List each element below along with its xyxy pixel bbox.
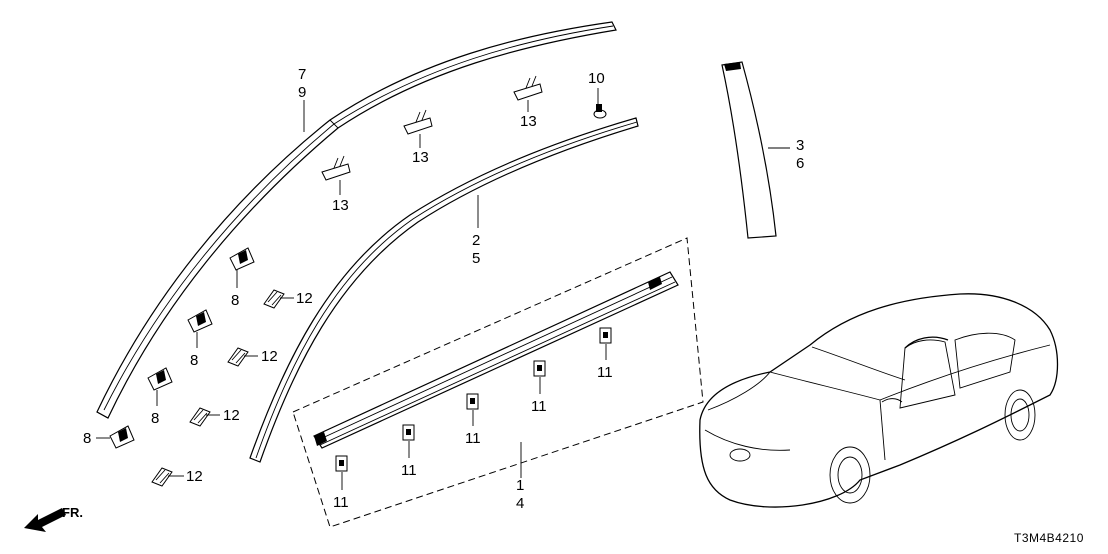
callout-8-b: 8 bbox=[190, 352, 198, 369]
callout-12-d: 12 bbox=[186, 468, 203, 485]
callout-11-d: 11 bbox=[531, 398, 547, 415]
callout-7: 7 bbox=[298, 66, 306, 83]
callout-3: 3 bbox=[796, 137, 804, 154]
clip-11-d bbox=[533, 360, 546, 377]
callout-11-b: 11 bbox=[401, 462, 417, 479]
direction-label: FR. bbox=[62, 505, 83, 520]
callout-13-c: 13 bbox=[520, 113, 537, 130]
callout-11-a: 11 bbox=[333, 494, 349, 511]
clip-13-c bbox=[513, 75, 543, 101]
callout-13-a: 13 bbox=[332, 197, 349, 214]
diagram-code: T3M4B4210 bbox=[1014, 531, 1084, 545]
callout-12-c: 12 bbox=[223, 407, 240, 424]
belt-molding bbox=[313, 271, 679, 449]
callout-11-e: 11 bbox=[597, 364, 613, 381]
roof-molding bbox=[96, 21, 617, 419]
clip-11-c bbox=[466, 393, 479, 410]
clip-8-c bbox=[147, 367, 173, 391]
clip-12-d bbox=[151, 467, 173, 487]
clip-12-a bbox=[263, 289, 285, 309]
clip-11-b bbox=[402, 424, 415, 441]
callout-11-c: 11 bbox=[465, 430, 481, 447]
callout-10: 10 bbox=[588, 70, 605, 87]
clip-12-b bbox=[227, 347, 249, 367]
clip-13-a bbox=[321, 155, 351, 181]
callout-12-a: 12 bbox=[296, 290, 313, 307]
clip-8-b bbox=[187, 309, 213, 333]
clip-8-d bbox=[109, 425, 135, 449]
assembly-box bbox=[292, 237, 704, 528]
callout-1: 1 bbox=[516, 477, 524, 494]
front-direction-arrow-icon bbox=[24, 508, 66, 532]
clip-8-a bbox=[229, 247, 255, 271]
clip-11-a bbox=[335, 455, 348, 472]
callout-13-b: 13 bbox=[412, 149, 429, 166]
callout-8-a: 8 bbox=[231, 292, 239, 309]
screw-10 bbox=[593, 104, 607, 119]
callout-9: 9 bbox=[298, 84, 306, 101]
pillar-garnish bbox=[721, 61, 777, 239]
clip-11-e bbox=[599, 327, 612, 344]
callout-5: 5 bbox=[472, 250, 480, 267]
clip-12-c bbox=[189, 407, 211, 427]
car-illustration bbox=[699, 293, 1059, 508]
callout-4: 4 bbox=[516, 495, 524, 512]
door-sash-molding bbox=[249, 117, 639, 463]
callout-8-c: 8 bbox=[151, 410, 159, 427]
callout-12-b: 12 bbox=[261, 348, 278, 365]
callout-8-d: 8 bbox=[83, 430, 91, 447]
callout-2: 2 bbox=[472, 232, 480, 249]
callout-6: 6 bbox=[796, 155, 804, 172]
clip-13-b bbox=[403, 109, 433, 135]
